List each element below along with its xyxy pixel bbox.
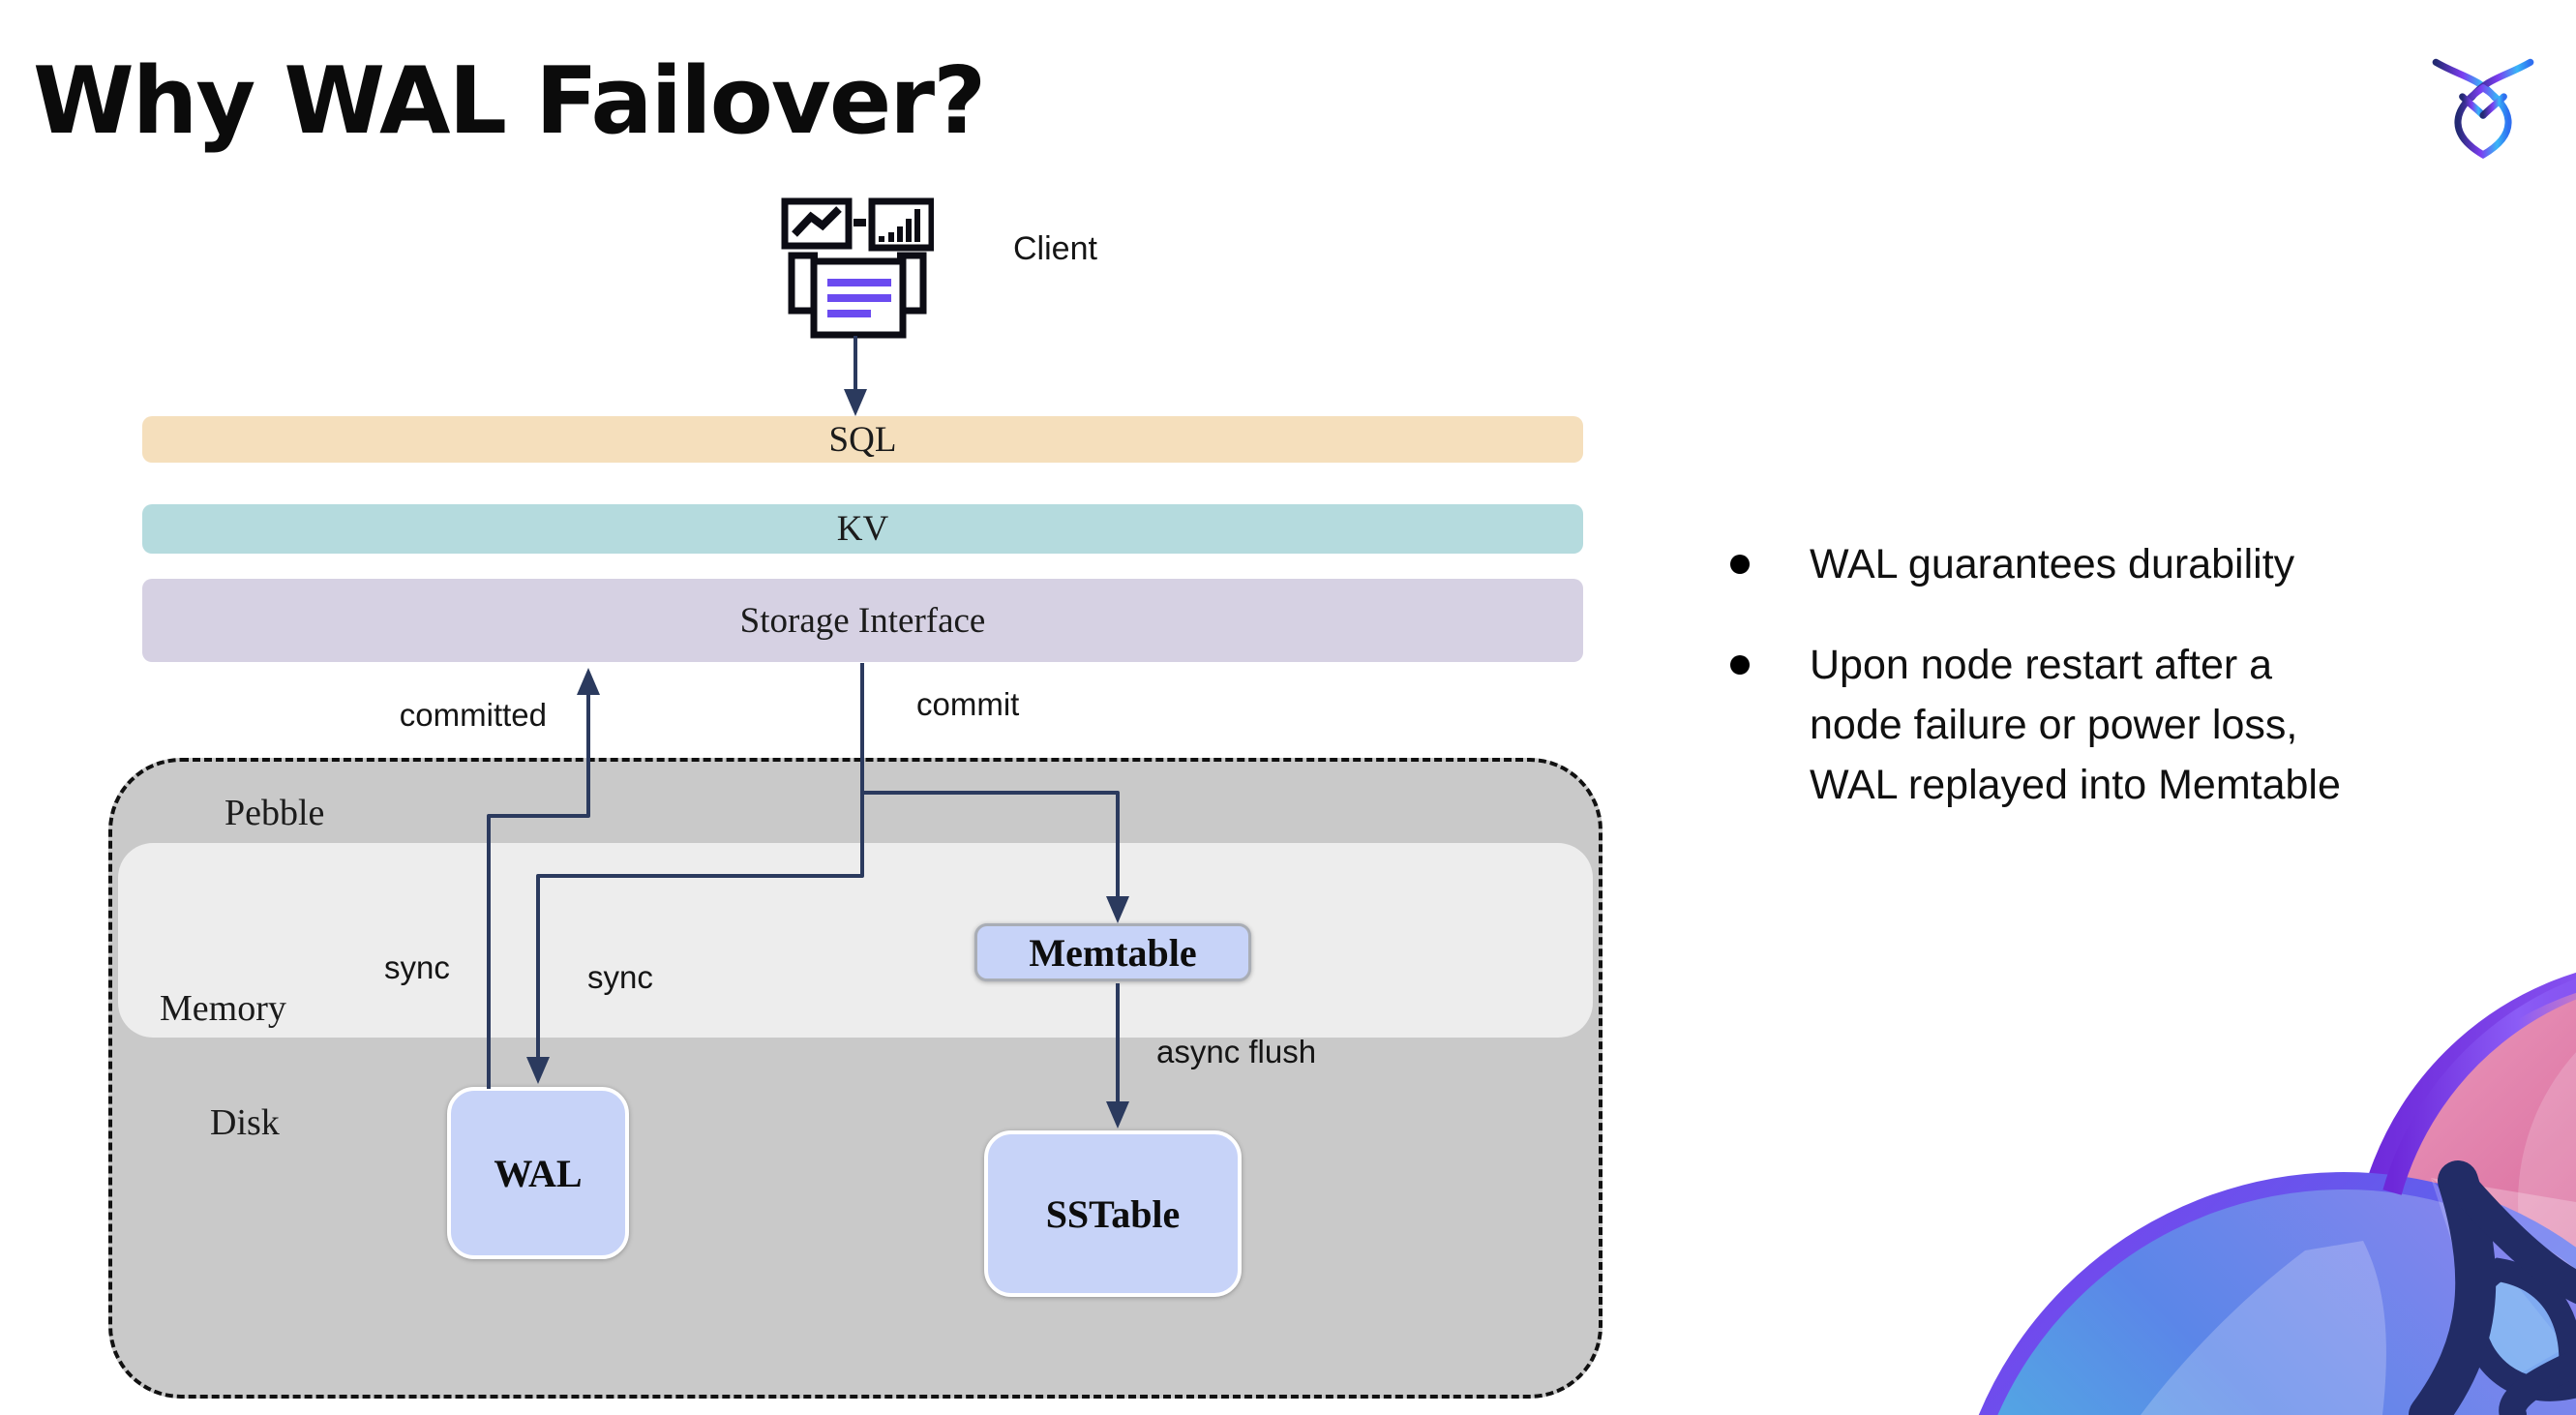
memory-label: Memory xyxy=(160,988,286,1029)
bullet-list: WAL guarantees durability Upon node rest… xyxy=(1730,534,2576,856)
sstable-node: SSTable xyxy=(984,1130,1242,1297)
layer-storage-interface: Storage Interface xyxy=(142,579,1583,662)
wal-label: WAL xyxy=(494,1151,583,1195)
client-label: Client xyxy=(1013,230,1097,267)
page-title: Why WAL Failover? xyxy=(33,48,986,155)
leaf-motif xyxy=(2409,1160,2576,1415)
blue-rim-arc xyxy=(1978,1172,2576,1415)
layer-kv: KV xyxy=(142,504,1583,554)
edge-label-committed: committed xyxy=(399,697,547,733)
memory-band xyxy=(118,843,1593,1038)
edge-label-commit: commit xyxy=(916,686,1020,722)
edge-label-sync-right: sync xyxy=(587,959,653,995)
arrowhead-committed xyxy=(577,668,600,695)
decorative-cockroach-artwork xyxy=(1978,972,2576,1415)
layer-sql-label: SQL xyxy=(828,419,897,460)
sstable-label: SSTable xyxy=(1045,1191,1181,1236)
client-icon xyxy=(781,197,934,339)
arrowhead-sql xyxy=(844,389,867,416)
blue-sphere xyxy=(1988,1181,2576,1415)
disk-label: Disk xyxy=(210,1102,280,1143)
bullet-item: WAL guarantees durability xyxy=(1730,534,2576,594)
cockroach-labs-logo-icon xyxy=(2432,58,2534,159)
bullet-item: Upon node restart after a node failure o… xyxy=(1730,635,2576,815)
edge-label-async-flush: async flush xyxy=(1156,1034,1317,1069)
layer-kv-label: KV xyxy=(836,509,889,549)
layer-sql: SQL xyxy=(142,416,1583,463)
pebble-label: Pebble xyxy=(225,793,325,833)
layer-storage-label: Storage Interface xyxy=(739,600,986,641)
memtable-node: Memtable xyxy=(974,923,1251,981)
memtable-label: Memtable xyxy=(1029,930,1197,975)
edge-label-sync-left: sync xyxy=(384,949,450,985)
wal-node: WAL xyxy=(447,1087,629,1259)
